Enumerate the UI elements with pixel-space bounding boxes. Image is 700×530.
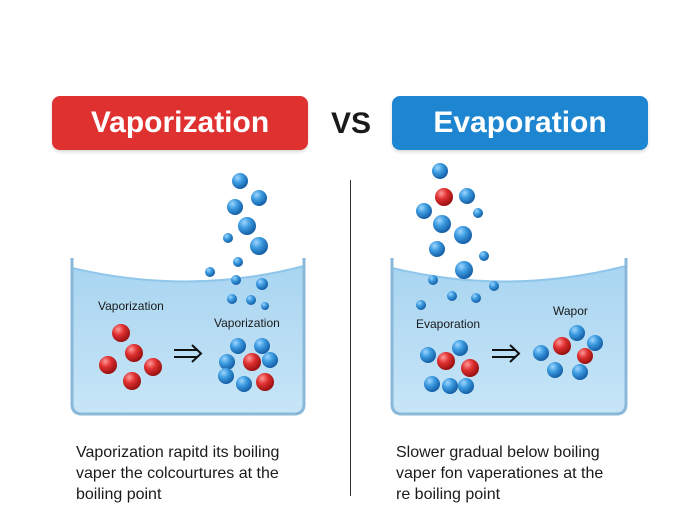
vaporization-tank: Vaporization Vaporization <box>70 258 306 416</box>
bubble <box>256 278 268 290</box>
molecule-red <box>99 356 117 374</box>
vaporization-water-surface <box>71 265 305 283</box>
molecule-blue <box>572 364 588 380</box>
molecule-blue <box>262 352 278 368</box>
bubble <box>479 251 489 261</box>
vaporization-caption-line-3: boiling point <box>76 486 162 503</box>
evaporation-vapor-cluster <box>533 325 603 380</box>
evaporation-tank: Evaporation Wapor <box>390 258 628 416</box>
evaporation-caption: Slower gradual below boiling vaper fon v… <box>396 442 656 505</box>
evaporation-tank-label-2: Wapor <box>553 304 588 318</box>
bubble <box>205 267 215 277</box>
bubble <box>432 163 448 179</box>
bubble <box>416 203 432 219</box>
molecule-red <box>243 353 261 371</box>
double-arrow-right-icon <box>174 344 203 363</box>
bubble <box>429 241 445 257</box>
molecule-blue <box>533 345 549 361</box>
evaporation-water-surface <box>391 265 627 283</box>
molecule-blue <box>420 347 436 363</box>
bubble <box>459 188 475 204</box>
bubble <box>428 275 438 285</box>
molecule-blue <box>218 368 234 384</box>
bubble <box>433 215 451 233</box>
molecule-blue <box>442 378 458 394</box>
evaporation-caption-line-3: re boiling point <box>396 486 501 503</box>
evaporation-caption-line-1: Slower gradual below boiling <box>396 444 600 461</box>
vaporization-vapor-bubbles <box>205 173 269 310</box>
molecule-blue <box>458 378 474 394</box>
bubble <box>251 190 267 206</box>
evaporation-vapor-bubbles <box>416 163 499 310</box>
vaporization-liquid-molecules <box>99 324 162 390</box>
evaporation-liquid-molecules <box>420 340 479 394</box>
evaporation-title: Evaporation <box>433 106 607 139</box>
vaporization-title: Vaporization <box>90 106 270 139</box>
evaporation-tank-wall <box>390 258 628 416</box>
bubble <box>232 173 248 189</box>
evaporation-caption-line-2: vaper fon vaperationes at the <box>396 465 604 482</box>
vaporization-tank-wall <box>70 258 306 416</box>
molecule-blue <box>587 335 603 351</box>
molecule-blue <box>424 376 440 392</box>
bubble <box>227 294 237 304</box>
molecule-red <box>256 373 274 391</box>
molecule-red <box>112 324 130 342</box>
vaporization-water <box>72 266 304 414</box>
bubble <box>471 293 481 303</box>
vaporization-title-banner: Vaporization <box>52 96 308 150</box>
bubble <box>231 275 241 285</box>
bubble <box>447 291 457 301</box>
bubble <box>454 226 472 244</box>
bubble <box>473 208 483 218</box>
double-arrow-right-icon <box>492 344 521 363</box>
molecule-red <box>144 358 162 376</box>
vs-label: VS <box>330 107 372 140</box>
center-divider <box>350 180 351 496</box>
bubble <box>416 300 426 310</box>
evaporation-tank-label-1: Evaporation <box>416 317 480 331</box>
bubble <box>455 261 473 279</box>
vaporization-tank-label-1: Vaporization <box>98 299 164 313</box>
bubble <box>489 281 499 291</box>
molecule-red <box>553 337 571 355</box>
molecule-red <box>435 188 453 206</box>
vaporization-cluster-molecules <box>218 338 278 392</box>
molecule-red <box>577 348 593 364</box>
bubble <box>246 295 256 305</box>
molecule-blue <box>236 376 252 392</box>
molecule-blue <box>452 340 468 356</box>
vaporization-caption: Vaporization rapitd its boiling vaper th… <box>76 442 336 505</box>
bubble <box>238 217 256 235</box>
bubble <box>223 233 233 243</box>
vaporization-tank-label-2: Vaporization <box>214 316 280 330</box>
bubble <box>261 302 269 310</box>
bubble <box>233 257 243 267</box>
molecule-blue <box>569 325 585 341</box>
molecule-red <box>125 344 143 362</box>
evaporation-title-banner: Evaporation <box>392 96 648 150</box>
bubble <box>250 237 268 255</box>
bubble <box>227 199 243 215</box>
evaporation-water <box>392 266 626 414</box>
molecule-red <box>123 372 141 390</box>
vaporization-caption-line-2: vaper the colcourtures at the <box>76 465 279 482</box>
molecule-blue <box>230 338 246 354</box>
molecule-blue <box>219 354 235 370</box>
molecule-blue <box>547 362 563 378</box>
molecule-red <box>461 359 479 377</box>
molecule-red <box>437 352 455 370</box>
molecule-blue <box>254 338 270 354</box>
vaporization-caption-line-1: Vaporization rapitd its boiling <box>76 444 280 461</box>
